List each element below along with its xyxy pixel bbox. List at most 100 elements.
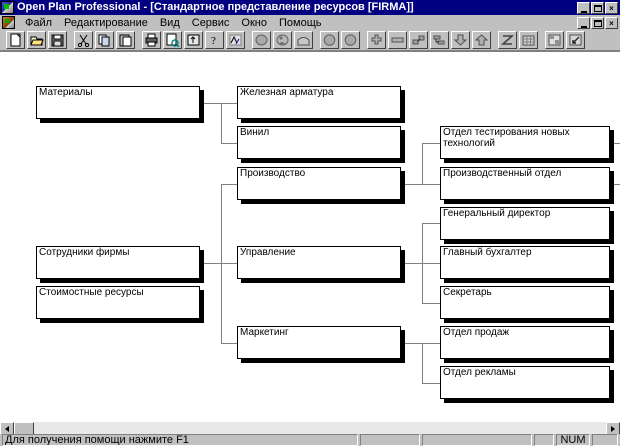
edge-line [422, 343, 440, 344]
menu-item-window[interactable]: Окно [241, 16, 267, 29]
node-label: Отдел тестирования новых технологий [443, 127, 570, 149]
node-cost-resources[interactable]: Стоимостные ресурсы [36, 286, 204, 323]
node-label: Стоимостные ресурсы [39, 287, 144, 298]
node-label: Отдел рекламы [443, 367, 516, 378]
node-iron-rebar[interactable]: Железная арматура [237, 86, 405, 123]
node-advertising-dept[interactable]: Отдел рекламы [440, 366, 614, 403]
edge-line [422, 143, 423, 184]
link-icon[interactable] [409, 31, 428, 49]
move-up-icon[interactable] [472, 31, 491, 49]
window-controls: × [577, 1, 618, 14]
node-label: Винил [240, 127, 270, 138]
node-production[interactable]: Производство [237, 167, 405, 204]
scrollbar-track[interactable] [14, 422, 606, 435]
node-company-employees[interactable]: Сотрудники фирмы [36, 246, 204, 283]
node-general-director[interactable]: Генеральный директор [440, 207, 614, 244]
add-plus-icon[interactable] [367, 31, 386, 49]
node-face [237, 167, 401, 200]
edge-line [204, 103, 221, 104]
menu-item-tools[interactable]: Сервис [191, 16, 230, 29]
save-disk-icon[interactable] [48, 31, 67, 49]
node-management[interactable]: Управление [237, 246, 405, 283]
node-label: Маркетинг [240, 327, 289, 338]
open-plan-icon [1, 1, 14, 14]
menu-item-file[interactable]: Файл [25, 16, 53, 29]
node-secretary[interactable]: Секретарь [440, 286, 614, 323]
horizontal-scrollbar[interactable] [0, 421, 620, 435]
node-face [36, 286, 200, 319]
mdi-child-controls: × [577, 16, 618, 29]
node-materials[interactable]: Материалы [36, 86, 204, 123]
node-sales-dept[interactable]: Отдел продаж [440, 326, 614, 363]
node-face [237, 326, 401, 359]
status-badge-num: NUM [556, 434, 590, 446]
node-face [440, 366, 610, 399]
edge-line [221, 143, 237, 144]
edge-line [405, 184, 422, 185]
menu-item-help[interactable]: Помощь [278, 16, 322, 29]
copy-icon[interactable] [95, 31, 114, 49]
node-marketing[interactable]: Маркетинг [237, 326, 405, 363]
grid-icon[interactable] [519, 31, 538, 49]
edge-line [610, 143, 620, 144]
node-label: Железная арматура [240, 87, 334, 98]
edge-line [610, 184, 620, 185]
edge-line [422, 184, 440, 185]
menu-item-view[interactable]: Вид [159, 16, 180, 29]
zigzag-icon[interactable] [498, 31, 517, 49]
arrange-icon[interactable] [545, 31, 564, 49]
print-icon[interactable] [142, 31, 161, 49]
ellipse-node-icon[interactable] [252, 31, 271, 49]
node-chief-accountant[interactable]: Главный бухгалтер [440, 246, 614, 283]
print-preview-icon[interactable] [163, 31, 182, 49]
restore-button[interactable] [591, 1, 604, 14]
edge-line [422, 383, 440, 384]
node-face [440, 167, 610, 200]
mdi-restore-button[interactable] [591, 16, 604, 29]
node-vinyl[interactable]: Винил [237, 126, 405, 163]
cut-scissors-icon[interactable] [74, 31, 93, 49]
node-label: Главный бухгалтер [443, 247, 532, 258]
edge-line [221, 103, 222, 143]
node-label: Управление [240, 247, 296, 258]
close-button[interactable]: × [605, 1, 618, 14]
status-pane-5 [592, 434, 618, 446]
circle-filled-icon[interactable] [320, 31, 339, 49]
node-face [237, 86, 401, 119]
node-face [440, 326, 610, 359]
spell-check-icon[interactable] [226, 31, 245, 49]
new-document-icon[interactable] [6, 31, 25, 49]
minimize-button[interactable] [577, 1, 590, 14]
scroll-left-arrow-icon[interactable] [0, 422, 14, 435]
edge-line [422, 143, 440, 144]
mdi-client-area[interactable]: Материалы Железная арматура Винил Отдел … [0, 51, 620, 421]
open-folder-icon[interactable] [27, 31, 46, 49]
paste-icon[interactable] [116, 31, 135, 49]
node-production-dept[interactable]: Производственный отдел [440, 167, 614, 204]
zoom-fit-icon[interactable] [566, 31, 585, 49]
layout-icon[interactable] [430, 31, 449, 49]
resource-node-icon[interactable] [273, 31, 292, 49]
node-face [440, 246, 610, 279]
node-face [440, 207, 610, 240]
menu-bar: Файл Редактирование Вид Сервис Окно Помо… [0, 15, 620, 30]
help-question-icon[interactable]: ? [205, 31, 224, 49]
node-face [36, 86, 200, 119]
edge-line [204, 263, 221, 264]
document-icon[interactable] [2, 16, 15, 29]
mdi-minimize-button[interactable] [577, 16, 590, 29]
move-down-icon[interactable] [451, 31, 470, 49]
status-bar: Для получения помощи нажмите F1 NUM [0, 434, 620, 446]
edge-line [221, 103, 237, 104]
circle-filled-2-icon[interactable] [341, 31, 360, 49]
sort-icon[interactable] [184, 31, 203, 49]
toolbar: ? [0, 30, 620, 51]
menu-item-edit[interactable]: Редактирование [64, 16, 148, 29]
mdi-close-button[interactable]: × [605, 16, 618, 29]
svg-text:?: ? [211, 35, 216, 47]
edge-line [422, 263, 440, 264]
node-new-tech-testing-dept[interactable]: Отдел тестирования новых технологий [440, 126, 614, 163]
remove-minus-icon[interactable] [388, 31, 407, 49]
node-face [440, 286, 610, 319]
home-node-icon[interactable] [294, 31, 313, 49]
